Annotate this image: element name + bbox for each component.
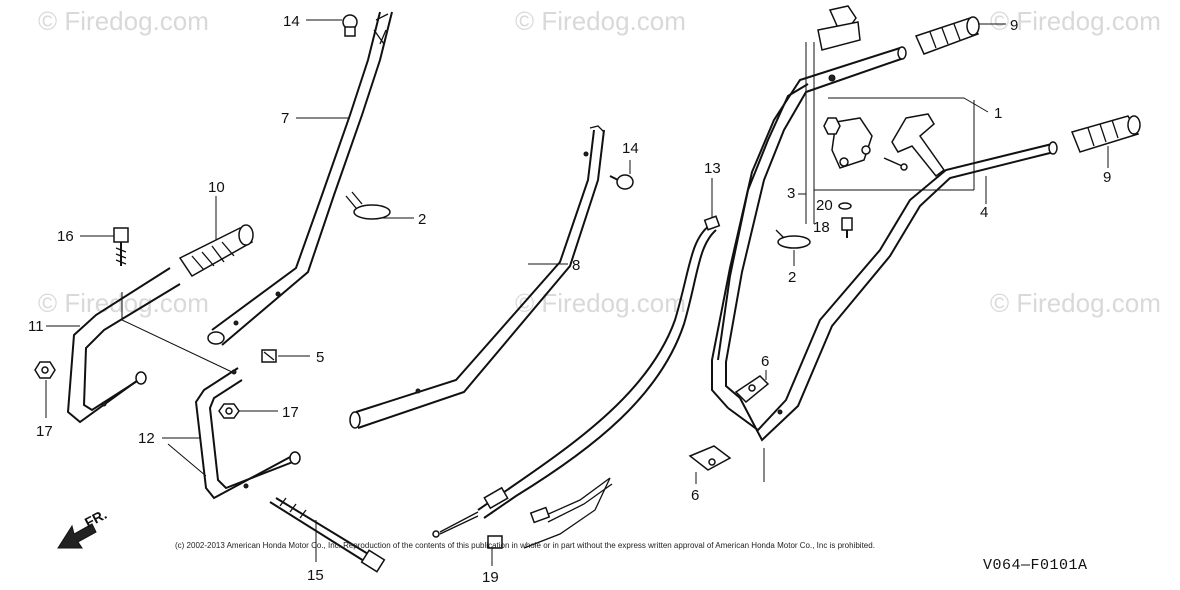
part-7-upper-handle — [207, 11, 393, 346]
part-17-nut-mid — [218, 403, 240, 419]
callout-4: 4 — [980, 204, 988, 221]
part-6-bracket-lower — [688, 445, 732, 471]
part-17-nut-left — [34, 361, 56, 379]
part-16-bolt — [113, 227, 129, 266]
watermarks: © Firedog.com © Firedog.com © Firedog.co… — [38, 6, 1161, 318]
watermark-2: © Firedog.com — [515, 6, 686, 36]
part-5-bolt — [261, 349, 277, 363]
callout-19: 19 — [482, 569, 499, 586]
callout-5: 5 — [316, 349, 324, 366]
callout-6-lower: 6 — [691, 487, 699, 504]
part-12-lower-handle — [194, 367, 301, 500]
watermark-1: © Firedog.com — [38, 6, 209, 36]
callout-3: 3 — [787, 185, 795, 202]
part-1-assembly — [823, 113, 946, 178]
part-13-cable — [432, 215, 721, 538]
watermark-4: © Firedog.com — [38, 288, 209, 318]
diagram-code: V064—F0101A — [983, 557, 1088, 574]
callout-12: 12 — [138, 430, 155, 447]
callout-9-right: 9 — [1103, 169, 1111, 186]
part-19-cable-end — [487, 477, 613, 549]
part-2-clamp-left — [345, 191, 391, 220]
part-8-middle-bar — [349, 125, 605, 429]
callout-17-mid: 17 — [282, 404, 299, 421]
callout-15: 15 — [307, 567, 324, 584]
callout-13: 13 — [704, 160, 721, 177]
callout-7: 7 — [281, 110, 289, 127]
callout-2-left: 2 — [418, 211, 426, 228]
callout-20: 20 — [816, 197, 833, 214]
part-14-bolt-mid — [609, 174, 634, 190]
callout-17-left: 17 — [36, 423, 53, 440]
part-18-screw — [841, 217, 853, 238]
part-2-clamp-right — [775, 229, 811, 249]
callout-14-mid: 14 — [622, 140, 639, 157]
copyright-notice: (c) 2002-2013 American Honda Motor Co., … — [175, 541, 875, 550]
part-lever-top — [817, 5, 861, 82]
callout-18: 18 — [813, 219, 830, 236]
front-direction-indicator: FR. — [57, 506, 109, 549]
part-11-lower-handle — [66, 267, 181, 424]
callout-1: 1 — [994, 105, 1002, 122]
part-6-bracket-upper — [734, 375, 770, 404]
leader-lines — [45, 19, 1109, 566]
part-14-bolt-top — [342, 14, 358, 37]
part-10-grip — [178, 224, 254, 277]
callout-14-top: 14 — [283, 13, 300, 30]
part-3-main-handle — [711, 46, 907, 409]
callout-10: 10 — [208, 179, 225, 196]
callout-9-top: 9 — [1010, 17, 1018, 34]
watermark-5: © Firedog.com — [515, 288, 686, 318]
part-9-grip-right — [1070, 115, 1141, 153]
callout-8: 8 — [572, 257, 580, 274]
part-15-long-bolt — [269, 497, 386, 573]
callout-2-right: 2 — [788, 269, 796, 286]
part-20-washer — [838, 202, 852, 210]
part-4-lower-main-handle — [727, 141, 1058, 482]
callouts: 14 7 10 16 11 17 12 5 17 2 8 14 13 15 19… — [28, 13, 1111, 586]
watermark-6: © Firedog.com — [990, 288, 1161, 318]
part-9-grip-top — [914, 16, 980, 55]
callout-6-upper: 6 — [761, 353, 769, 370]
callout-16: 16 — [57, 228, 74, 245]
watermark-3: © Firedog.com — [990, 6, 1161, 36]
callout-11: 11 — [28, 318, 44, 335]
